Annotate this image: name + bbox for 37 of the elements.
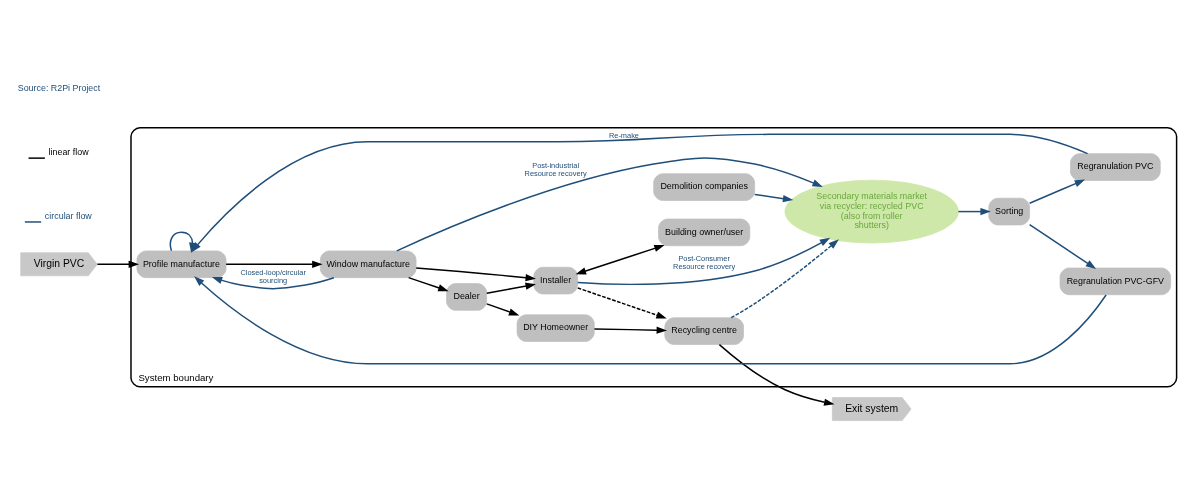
arrow: [718, 343, 835, 406]
arrow: [225, 260, 323, 268]
edge-label: Post-Consumer Resource recovery: [673, 253, 736, 271]
arrow: [754, 193, 794, 203]
arrow: [1028, 179, 1086, 204]
edge-label: Post-industrial Resource recovery: [524, 160, 587, 178]
arrow: [575, 244, 665, 275]
legend-label: circular flow: [44, 210, 92, 221]
arrow: [593, 326, 667, 334]
arrow: [96, 260, 139, 268]
arrow: [415, 267, 536, 282]
node-box: Regranulation PVC-GFV: [1059, 267, 1172, 296]
arrow: [194, 276, 1107, 365]
arrow: [396, 157, 823, 252]
edge-label: Re-make: [608, 131, 639, 141]
arrow: [486, 282, 536, 295]
node-box: Building owner/user: [658, 218, 751, 247]
node-box: Demolition companies: [653, 173, 755, 201]
node-box: Profile manufacture: [136, 250, 227, 279]
node-box: Dealer: [446, 283, 487, 311]
arrow: [730, 239, 839, 319]
arrow: [486, 303, 520, 316]
node-box: Sorting: [988, 197, 1030, 226]
label: Source: R2Pi Project: [17, 82, 101, 93]
arrow: [577, 287, 667, 319]
legend-label: linear flow: [48, 146, 89, 157]
node-box: DIY Homeowner: [516, 314, 595, 342]
node-box: Window manufacture: [319, 250, 417, 279]
node-box: Regranulation PVC: [1070, 153, 1161, 181]
node-box: Recycling centre: [664, 317, 744, 345]
arrow: [407, 276, 449, 292]
node-box: Installer: [533, 266, 578, 295]
arrow: [1028, 223, 1097, 270]
arrow: [576, 237, 831, 286]
arrow: [957, 207, 991, 216]
arrow: [211, 276, 335, 290]
edge-label: Closed-loop/circular sourcing: [240, 267, 306, 285]
